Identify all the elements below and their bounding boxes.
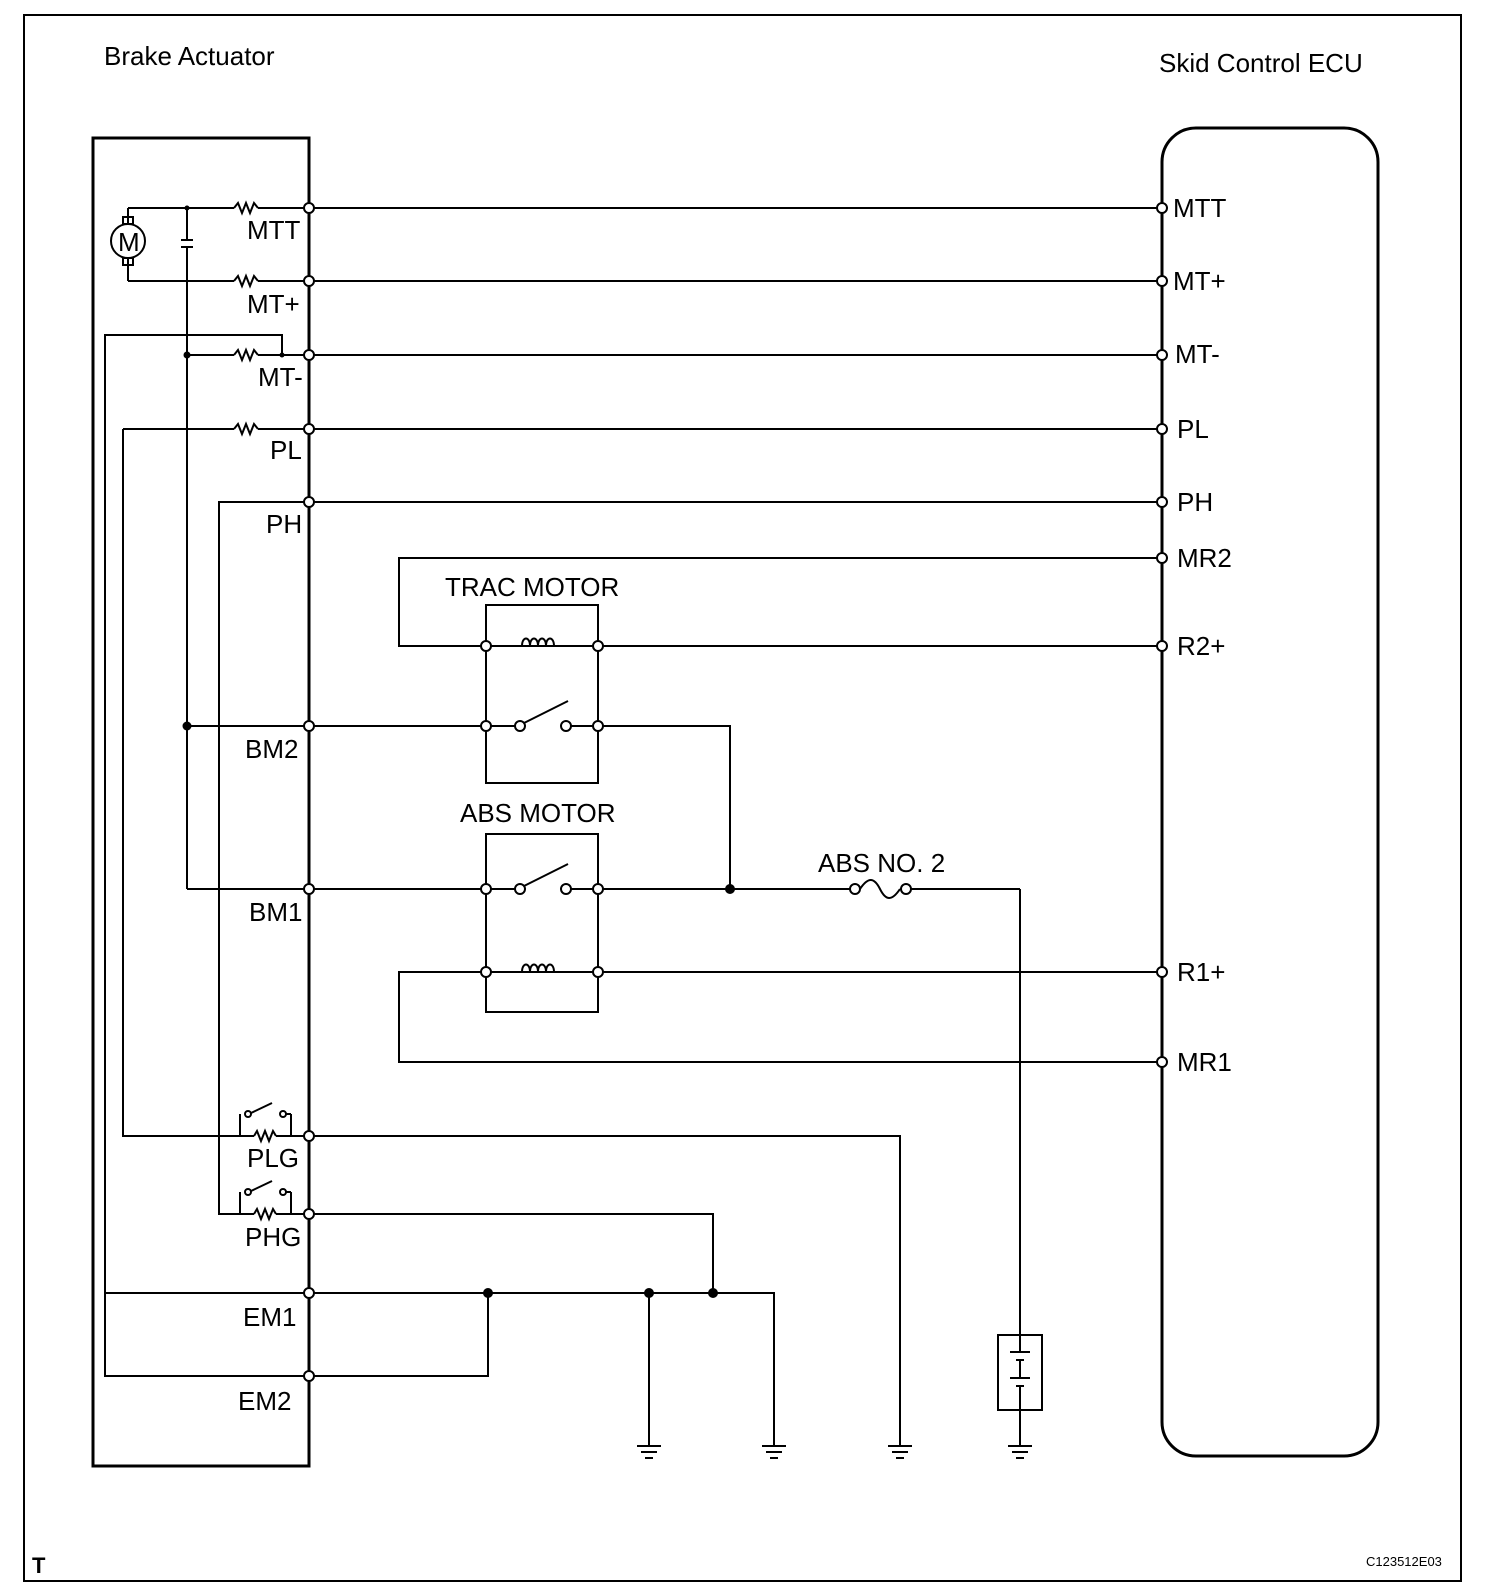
actuator-label-mt-minus: MT- xyxy=(258,362,303,392)
ground-icon xyxy=(762,1445,786,1459)
plg-pressure-switch-icon xyxy=(239,1102,309,1144)
corner-mark: T xyxy=(32,1553,46,1578)
svg-text:M: M xyxy=(118,227,140,257)
phg-pressure-switch-icon xyxy=(239,1180,309,1222)
ecu-label-mtt: MTT xyxy=(1173,193,1227,223)
actuator-label-pl: PL xyxy=(270,435,302,465)
actuator-label-bm1: BM1 xyxy=(249,897,302,927)
abs-motor-label: ABS MOTOR xyxy=(460,798,616,828)
diagram-frame xyxy=(23,14,1462,1582)
pump-motor-icon: M xyxy=(110,208,146,281)
trac-relay-coil-icon xyxy=(521,637,562,647)
ecu-label-mt-plus: MT+ xyxy=(1173,266,1226,296)
abs-relay-switch-icon xyxy=(486,863,598,895)
fuse-icon xyxy=(849,879,912,899)
battery-icon xyxy=(997,1334,1043,1446)
trac-motor-relay xyxy=(480,604,604,784)
actuator-label-em1: EM1 xyxy=(243,1302,296,1332)
abs-relay-coil-icon xyxy=(521,963,562,973)
actuator-label-em2: EM2 xyxy=(238,1386,291,1416)
ecu-label-mt-minus: MT- xyxy=(1175,339,1220,369)
ground-icon xyxy=(888,1445,912,1459)
actuator-label-plg: PLG xyxy=(247,1143,299,1173)
fuse-label: ABS NO. 2 xyxy=(818,848,945,878)
ecu-label-ph: PH xyxy=(1177,487,1213,517)
trac-motor-label: TRAC MOTOR xyxy=(445,572,619,602)
harness-wires xyxy=(309,207,1162,1446)
ecu-label-pl: PL xyxy=(1177,414,1209,444)
actuator-label-mtt: MTT xyxy=(247,215,301,245)
ecu-label-r2-plus: R2+ xyxy=(1177,631,1225,661)
skid-control-ecu-box xyxy=(1160,126,1380,1458)
actuator-internal-wiring xyxy=(104,200,309,1377)
actuator-label-mt-plus: MT+ xyxy=(247,289,300,319)
ecu-label-mr2: MR2 xyxy=(1177,543,1232,573)
ecu-terminal-points xyxy=(1156,202,1168,1068)
figure-code: C123512E03 xyxy=(1366,1554,1442,1569)
ecu-label-r1-plus: R1+ xyxy=(1177,957,1225,987)
ecu-label-mr1: MR1 xyxy=(1177,1047,1232,1077)
brake-actuator-box xyxy=(91,136,311,1468)
actuator-label-ph: PH xyxy=(266,509,302,539)
skid-control-ecu-title: Skid Control ECU xyxy=(1159,48,1363,78)
ground-icon xyxy=(1008,1445,1032,1459)
ground-icon xyxy=(637,1445,661,1459)
abs-motor-relay xyxy=(480,833,604,1013)
actuator-terminal-points xyxy=(303,202,315,1382)
brake-actuator-title: Brake Actuator xyxy=(104,41,275,71)
actuator-label-phg: PHG xyxy=(245,1222,301,1252)
actuator-label-bm2: BM2 xyxy=(245,734,298,764)
trac-relay-switch-icon xyxy=(486,700,598,732)
